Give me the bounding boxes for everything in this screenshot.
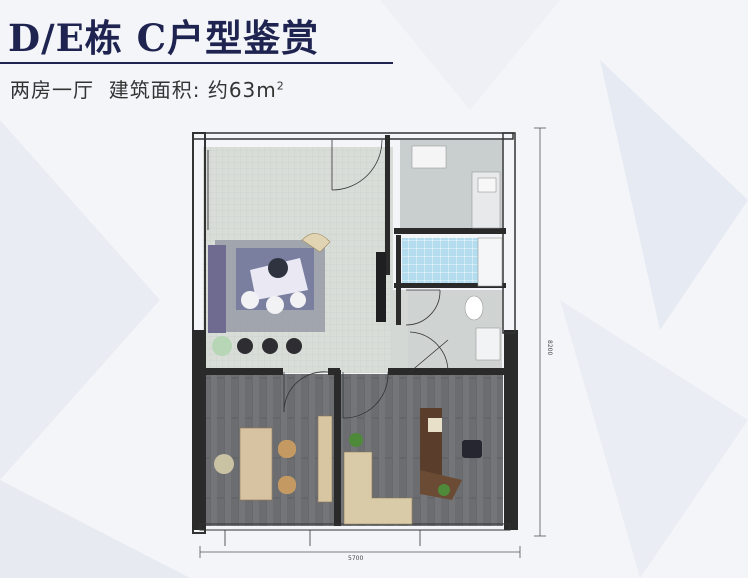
wardrobe bbox=[317, 415, 333, 503]
height-dimension: 8200 bbox=[546, 340, 553, 355]
area-label: 建筑面积: bbox=[108, 78, 201, 102]
l-shaped-sofa bbox=[343, 451, 413, 525]
wash-basin bbox=[475, 327, 501, 361]
unit-summary: 两房一厅 建筑面积: 约63m2 bbox=[10, 74, 285, 103]
armchair bbox=[301, 233, 331, 253]
fridge bbox=[411, 145, 447, 169]
title-underline bbox=[0, 62, 393, 64]
plant-icon bbox=[438, 484, 450, 496]
width-dimension: 5700 bbox=[348, 555, 363, 562]
sofa-set bbox=[208, 240, 325, 356]
stool bbox=[278, 476, 296, 494]
layout-type: 两房一厅 bbox=[10, 78, 94, 102]
desk bbox=[239, 427, 273, 501]
tv-cabinet bbox=[376, 252, 386, 322]
bathroom-tile bbox=[402, 238, 478, 286]
area-unit-superscript: 2 bbox=[276, 79, 285, 93]
walls bbox=[192, 132, 518, 534]
area-value: 约63m bbox=[207, 78, 277, 102]
office-chair bbox=[462, 440, 482, 458]
doors bbox=[224, 139, 449, 546]
chair-icon bbox=[214, 454, 234, 474]
toilet bbox=[464, 295, 484, 321]
sink bbox=[477, 177, 497, 193]
page-title: D/E栋 C户型鉴赏 bbox=[8, 16, 320, 60]
plant-icon bbox=[349, 433, 363, 447]
monitor bbox=[428, 418, 442, 432]
bathtub bbox=[477, 237, 503, 287]
stool bbox=[278, 440, 296, 458]
dimension-lines bbox=[199, 127, 546, 558]
